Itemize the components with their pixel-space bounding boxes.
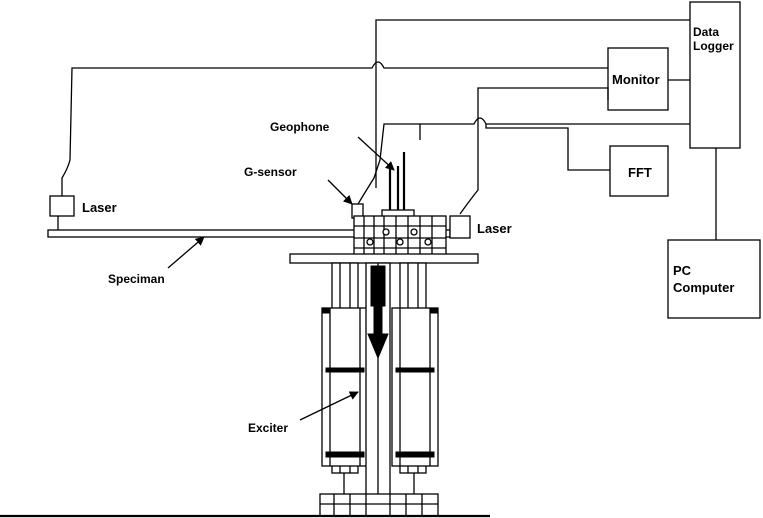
specimen-label: Speciman	[108, 272, 165, 286]
wire-right-laser-to-logger	[459, 87, 609, 215]
fft-box: FFT	[609, 145, 669, 197]
table-plate	[289, 253, 479, 264]
geophone	[381, 152, 415, 219]
geophone-label: Geophone	[270, 120, 330, 134]
exciter-frame	[321, 262, 439, 496]
data-logger-label-1: Data	[693, 25, 719, 39]
wire-gsensor	[357, 123, 420, 205]
left-laser-label: Laser	[82, 200, 117, 215]
excitation-direction-arrow	[367, 265, 389, 360]
monitor-box: Monitor	[607, 47, 669, 111]
geophone-pointer	[357, 136, 395, 171]
left-laser	[49, 195, 75, 217]
wire-left-laser-to-monitor	[61, 61, 608, 196]
data-logger-label-2: Logger	[693, 39, 734, 53]
pc-label-1: PC	[673, 263, 692, 278]
right-laser	[449, 215, 471, 239]
exciter-label: Exciter	[248, 421, 288, 435]
specimen-clamp	[353, 215, 447, 261]
monitor-label: Monitor	[612, 72, 660, 87]
pc-computer-box: PC Computer	[667, 239, 761, 319]
g-sensor-label: G-sensor	[244, 165, 297, 179]
fft-label: FFT	[628, 165, 652, 180]
right-laser-label: Laser	[477, 221, 512, 236]
exciter-pointer	[299, 391, 359, 421]
wire-to-fft	[485, 124, 610, 171]
wire-geophone-to-logger	[375, 19, 690, 188]
g-sensor-pointer	[327, 179, 353, 205]
pc-label-2: Computer	[673, 280, 734, 295]
data-logger: Data Logger	[689, 1, 741, 149]
wire-sensors-to-logger	[419, 117, 690, 140]
specimen-pointer	[167, 236, 205, 269]
